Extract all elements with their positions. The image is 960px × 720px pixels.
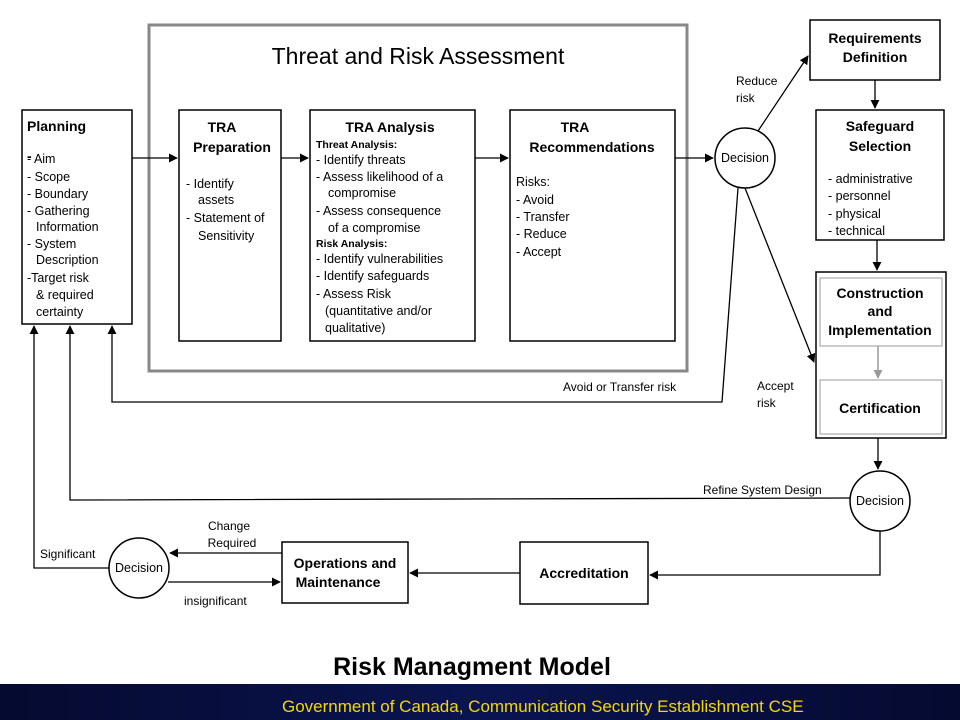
planning-item: -Target risk (27, 271, 90, 285)
accreditation-title: Accreditation (539, 565, 628, 581)
requirements-definition-box: Requirements Definition (809, 19, 941, 81)
operations-maintenance-box: Operations and Maintenance (281, 541, 409, 604)
planning-item: - System (27, 237, 76, 251)
change-required-label-1: Change (208, 519, 250, 533)
reduce-risk-label-2: risk (736, 91, 756, 105)
tra-frame (147, 23, 689, 373)
decision-to-accreditation-arrow (649, 531, 881, 580)
planning-item: & required (36, 288, 94, 302)
planning-item: - Gathering (27, 204, 90, 218)
tra-analysis-box: TRA Analysis Threat Analysis: - Identify… (309, 109, 476, 342)
requirements-title-1: Requirements (828, 30, 922, 46)
tra-analysis-item: compromise (328, 186, 396, 200)
safeguard-item: - personnel (828, 189, 891, 203)
decision-label: Decision (856, 494, 904, 508)
tra-analysis-title: TRA Analysis (345, 119, 434, 135)
tra-prep-item: - Identify (186, 177, 235, 191)
safeguard-title-2: Selection (849, 138, 911, 154)
certification-title: Certification (839, 400, 921, 416)
tra-analysis-item: of a compromise (328, 221, 420, 235)
accept-risk-label-1: Accept (757, 379, 794, 393)
change-required-label-2: Required (208, 536, 257, 550)
tra-recommendations-box: TRA Recommendations Risks: - Avoid - Tra… (509, 109, 676, 342)
risk-management-diagram: Threat and Risk Assessment Planning - - … (21, 19, 947, 681)
tra-recs-title-2: Recommendations (529, 139, 654, 155)
accept-risk-arrow (744, 187, 816, 363)
risk-analysis-heading: Risk Analysis: (316, 238, 387, 250)
planning-dash: - (27, 148, 32, 164)
safeguard-item: - technical (828, 224, 885, 238)
tra-prep-item: Sensitivity (198, 229, 255, 243)
operations-title-2: Maintenance (296, 574, 381, 590)
operations-title-1: Operations and (294, 555, 397, 571)
tra-recs-item: Risks: (516, 175, 550, 189)
threat-analysis-heading: Threat Analysis: (316, 139, 397, 151)
tra-analysis-item: - Assess consequence (316, 204, 441, 218)
safeguard-selection-box: Safeguard Selection - administrative - p… (815, 109, 945, 241)
tra-analysis-item: - Assess Risk (316, 287, 392, 301)
planning-title: Planning (27, 118, 86, 134)
planning-item: Information (36, 220, 99, 234)
tra-analysis-item: (quantitative and/or (325, 304, 432, 318)
tra-analysis-item: - Identify vulnerabilities (316, 252, 443, 266)
tra-recs-item: - Accept (516, 245, 562, 259)
safeguard-title-1: Safeguard (846, 118, 914, 134)
refine-design-label: Refine System Design (703, 483, 822, 497)
requirements-title-2: Definition (843, 49, 908, 65)
tra-analysis-item: - Identify safeguards (316, 269, 429, 283)
tra-prep-title-1: TRA (208, 119, 237, 135)
construction-title-1: Construction (836, 285, 923, 301)
construction-title-3: Implementation (828, 322, 931, 338)
tra-recs-item: - Avoid (516, 193, 554, 207)
planning-item: - Scope (27, 170, 70, 184)
significant-label: Significant (40, 547, 96, 561)
construction-title-2: and (868, 303, 893, 319)
decision-label: Decision (721, 151, 769, 165)
tra-prep-item: assets (198, 193, 234, 207)
planning-item: - Aim (27, 152, 55, 166)
footer-credit: Government of Canada, Communication Secu… (282, 697, 804, 716)
tra-prep-title-2: Preparation (193, 139, 271, 155)
avoid-transfer-arrow (107, 187, 739, 403)
tra-analysis-item: qualitative) (325, 321, 385, 335)
safeguard-item: - physical (828, 207, 881, 221)
tra-recs-item: - Reduce (516, 227, 567, 241)
footer-bar (0, 684, 960, 720)
main-title: Risk Managment Model (333, 653, 611, 681)
reduce-risk-arrow (757, 55, 809, 132)
decision-node-top: Decision (714, 127, 776, 189)
planning-item: - Boundary (27, 187, 89, 201)
tra-preparation-box: TRA Preparation - Identify assets - Stat… (178, 109, 282, 342)
insignificant-label: insignificant (184, 594, 247, 608)
accreditation-box: Accreditation (519, 541, 649, 605)
tra-title: Threat and Risk Assessment (272, 43, 565, 69)
reduce-risk-label-1: Reduce (736, 74, 778, 88)
construction-certification-group: Construction and Implementation Certific… (815, 271, 947, 439)
safeguard-item: - administrative (828, 172, 913, 186)
decision-node-right: Decision (849, 470, 911, 532)
accept-risk-label-2: risk (757, 396, 777, 410)
tra-analysis-item: - Identify threats (316, 153, 406, 167)
tra-recs-item: - Transfer (516, 210, 570, 224)
avoid-transfer-label: Avoid or Transfer risk (563, 380, 677, 394)
tra-prep-item: - Statement of (186, 211, 265, 225)
decision-node-left: Decision (108, 537, 170, 599)
significant-arrow (29, 325, 109, 569)
decision-label: Decision (115, 561, 163, 575)
planning-item: certainty (36, 305, 84, 319)
planning-item: Description (36, 253, 99, 267)
refine-design-arrow (65, 325, 851, 501)
tra-recs-title-1: TRA (561, 119, 590, 135)
tra-analysis-item: - Assess likelihood of a (316, 170, 443, 184)
planning-box: Planning - - Aim - Scope - Boundary - Ga… (21, 109, 133, 325)
